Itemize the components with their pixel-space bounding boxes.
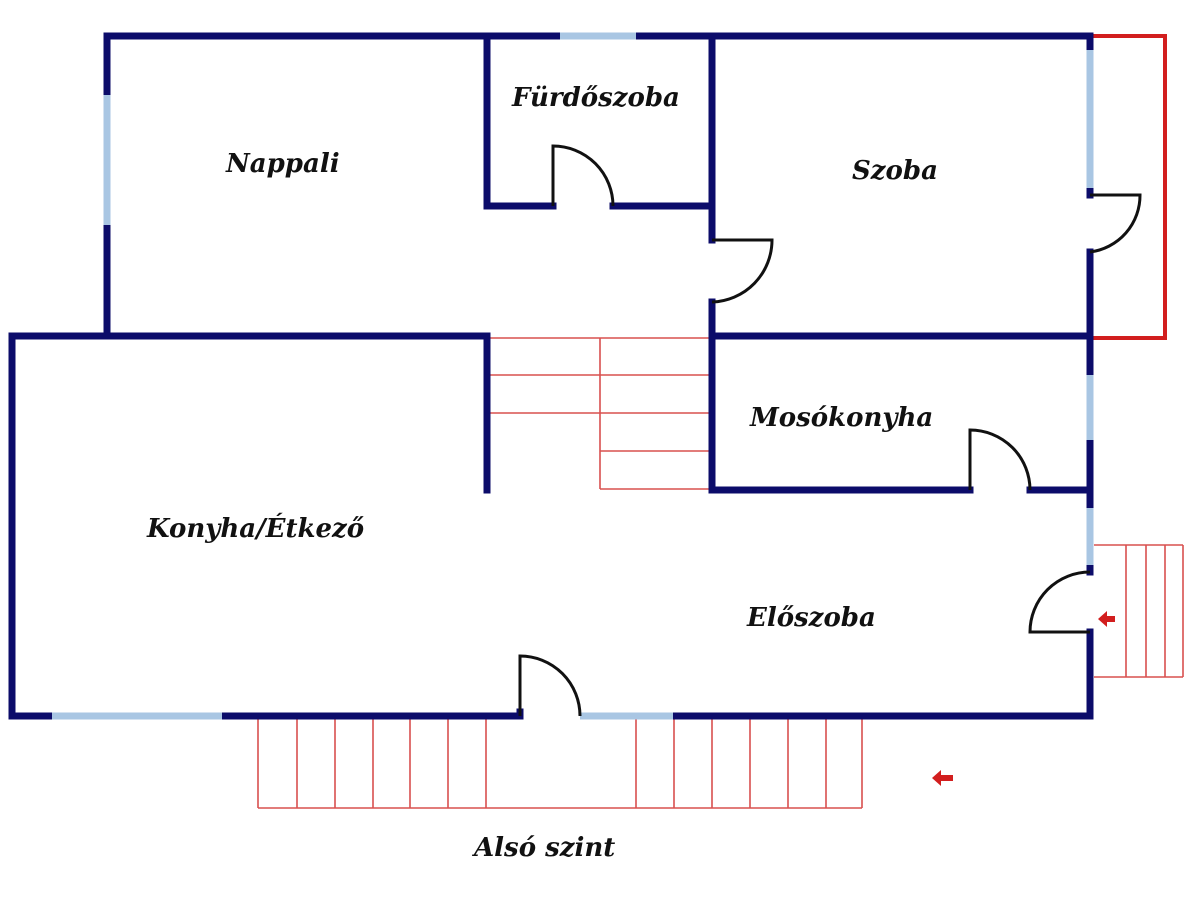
balcony [1090,34,1167,340]
floor-title: Alsó szint [471,833,615,863]
entrance-arrow-icon [932,611,1115,786]
room-label-szoba: Szoba [852,156,938,186]
side-stairs [1094,544,1184,678]
front-stairs [257,716,863,809]
room-label-mosokonyha: Mosókonyha [749,403,933,433]
room-label-eloszoba: Előszoba [746,603,876,633]
doors [518,144,1142,717]
interior-stairs [487,337,712,490]
room-label-furdoszoba: Fürdőszoba [511,83,680,113]
room-label-konyha: Konyha/Étkező [146,512,364,544]
windows [52,32,1094,720]
room-label-nappali: Nappali [225,149,340,179]
walls [8,32,1094,720]
